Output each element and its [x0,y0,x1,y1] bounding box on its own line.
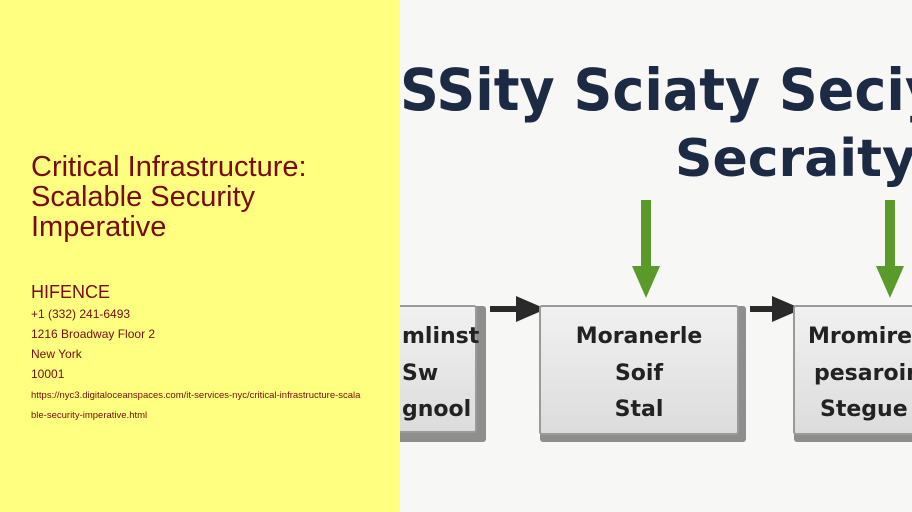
zip-code: 10001 [31,367,65,381]
right-arrow-icon [750,296,802,322]
box-2-line-2: Soif [615,361,664,386]
process-box-1: mlinst Sw gnool [400,305,486,442]
box-3-line-2: pesaroir [814,361,912,386]
process-box-3: Mromire pesaroir Stegue [793,305,912,442]
diagram-image: SSity Sciaty Seciy Secraity mlinst Sw gn… [400,0,912,512]
box-1-line-3: gnool [402,397,471,422]
process-box-2: Moranerle Soif Stal [539,305,746,442]
street-address: 1216 Broadway Floor 2 [31,327,156,341]
green-arrow-icon [876,200,904,298]
page-title: Critical Infrastructure: Scalable Securi… [31,151,307,243]
security-diagram: SSity Sciaty Seciy Secraity mlinst Sw gn… [400,56,912,442]
company-name: HIFENCE [31,282,111,302]
phone-number: +1 (332) 241-6493 [31,307,131,321]
box-1-line-1: mlinst [402,324,480,349]
box-3-line-1: Mromire [808,324,912,349]
page-url-link[interactable]: https://nyc3.digitaloceanspaces.com/it-s… [31,390,361,421]
city: New York [31,347,82,361]
box-2-line-3: Stal [615,397,664,422]
diagram-heading-line1: SSity Sciaty Seciy [400,56,912,124]
green-arrow-icon [632,200,660,298]
box-3-line-3: Stegue [820,397,908,422]
box-2-line-1: Moranerle [576,324,703,349]
right-arrow-icon [490,296,546,322]
box-1-line-2: Sw [402,361,438,386]
info-panel: Critical Infrastructure: Scalable Securi… [0,0,400,512]
diagram-heading-line2: Secraity [675,129,912,189]
